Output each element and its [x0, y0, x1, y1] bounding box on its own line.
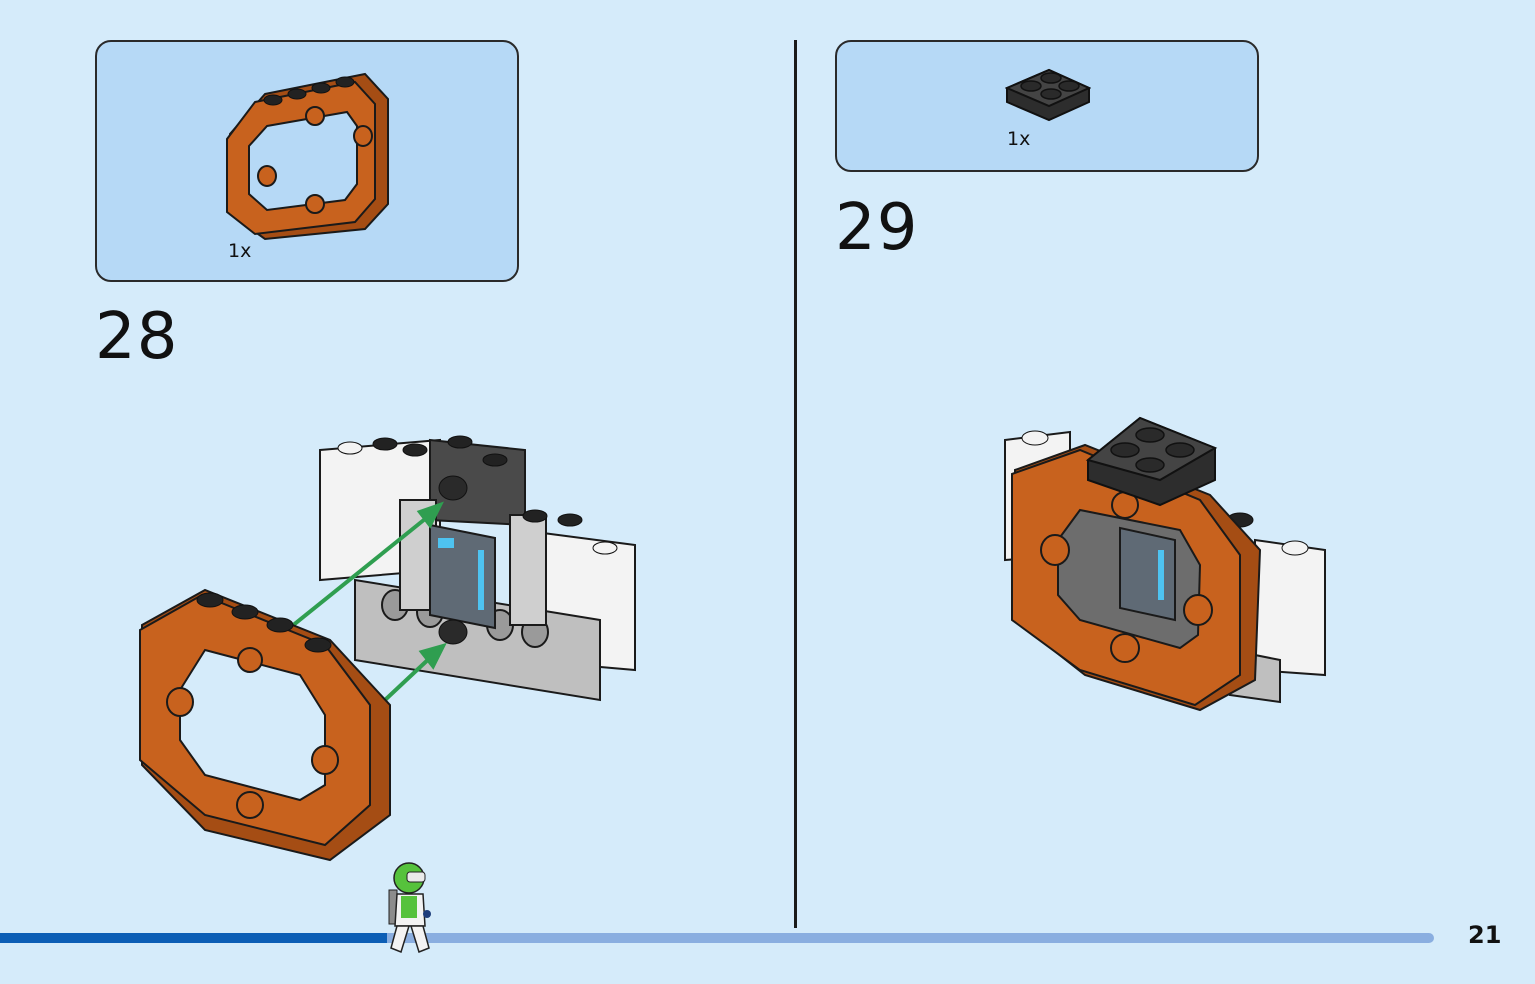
page-divider — [794, 40, 797, 928]
minifigure-astronaut-icon — [388, 862, 431, 953]
progress-fill — [0, 933, 387, 943]
step-28-assembly-illustration — [139, 435, 636, 862]
dark-gray-2x2-plate-icon — [1005, 68, 1091, 122]
step-number: 29 — [835, 191, 919, 265]
part-quantity: 1x — [228, 240, 252, 262]
page-number: 21 — [1468, 921, 1502, 949]
step-number: 28 — [95, 300, 179, 374]
part-quantity: 1x — [1007, 128, 1031, 150]
progress-track — [0, 933, 1434, 943]
step-29-assembly-illustration — [1004, 416, 1326, 712]
parts-callout-step-28: 1x — [95, 40, 519, 282]
orange-octagonal-frame-icon — [226, 72, 389, 241]
parts-callout-step-29: 1x — [835, 40, 1259, 172]
